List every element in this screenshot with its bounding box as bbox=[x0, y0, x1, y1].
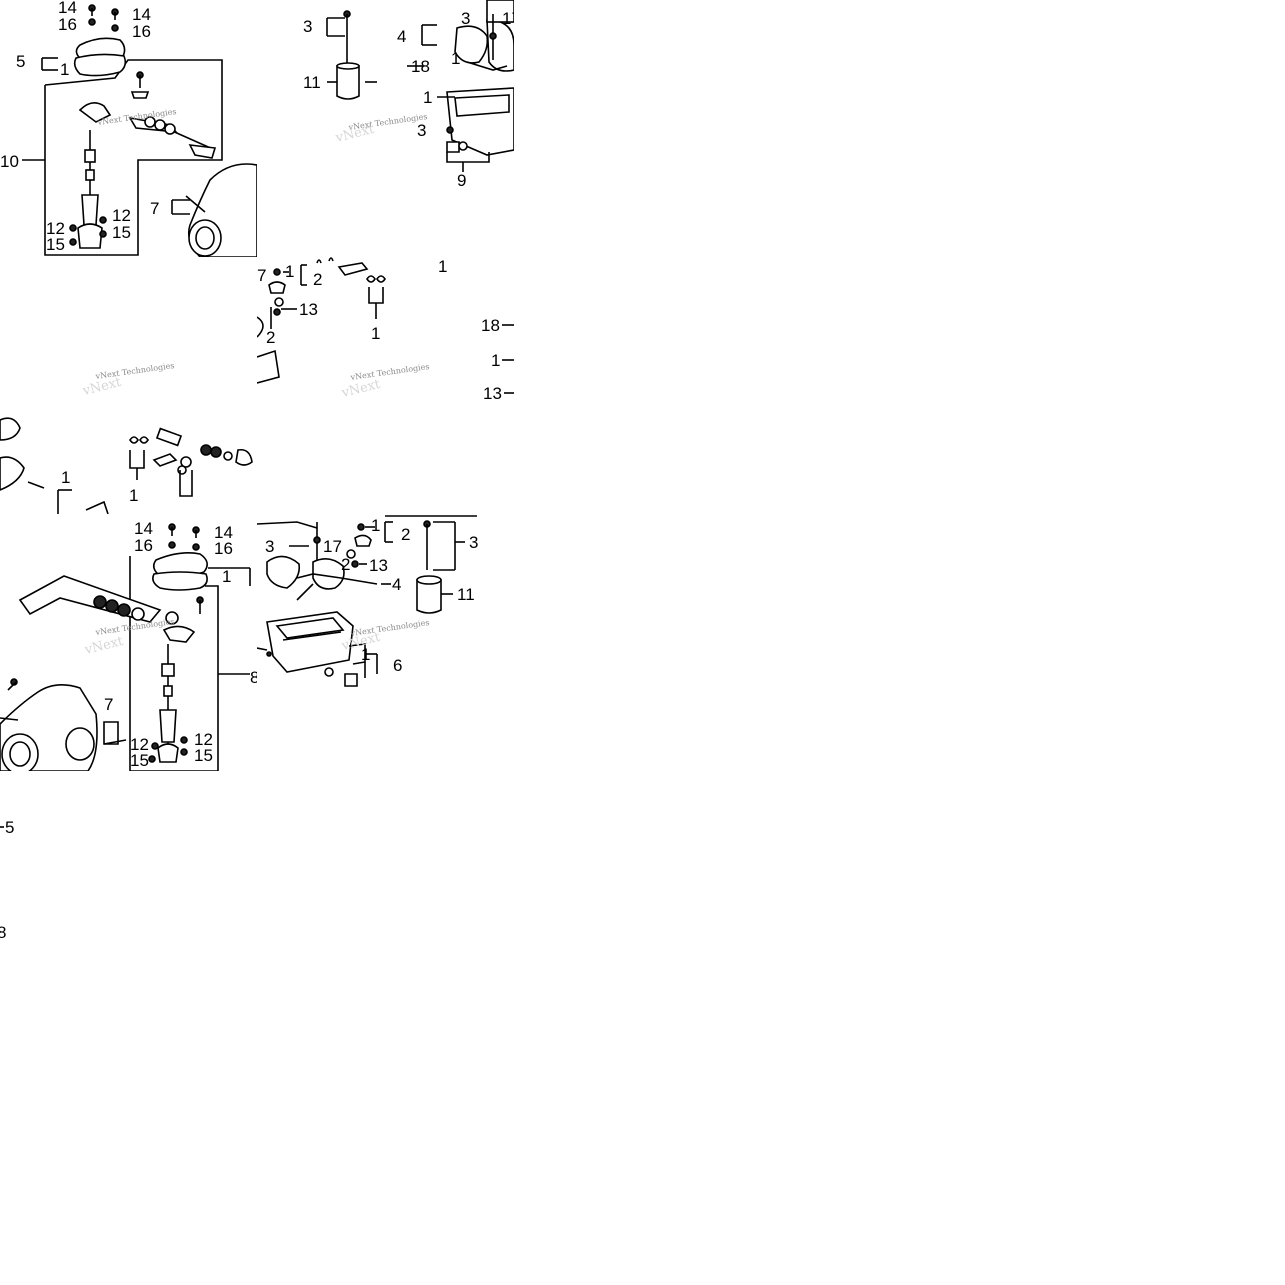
float-valve-seat bbox=[336, 65, 360, 100]
callout-label: 16 bbox=[58, 15, 77, 34]
float-bowl-drawing: 3 11 4 3 17 18 1 1 3 9 vNext Technologie… bbox=[303, 0, 514, 190]
tile-edge-labels: 18 1 13 bbox=[478, 310, 518, 405]
svg-text:vNext: vNext bbox=[82, 634, 125, 658]
callout-label: 1 bbox=[61, 468, 70, 487]
callout-label: 5 bbox=[5, 818, 14, 837]
float-bowl-2 bbox=[266, 611, 354, 673]
callout-label: 2 bbox=[313, 270, 322, 289]
callout-label: 12 bbox=[194, 730, 213, 749]
callout-label: 10 bbox=[0, 152, 19, 171]
callout-label: 8 bbox=[0, 923, 6, 942]
callout-label: 1 bbox=[438, 257, 447, 276]
throttle-link bbox=[78, 102, 112, 123]
callout-label: 5 bbox=[16, 52, 25, 71]
float bbox=[454, 25, 489, 64]
callout-label: 14 bbox=[214, 523, 233, 542]
float-valve-seat-2 bbox=[416, 579, 442, 614]
tile-carburetor-slide-assembly-top: 14 16 14 16 5 1 10 7 12 12 15 15 vNext T… bbox=[0, 0, 257, 257]
callout-label: 13 bbox=[369, 556, 388, 575]
svg-text:vNext: vNext bbox=[339, 377, 382, 401]
carburetor-slide-assembly-drawing: 14 16 14 16 5 1 10 7 12 12 15 15 vNext T… bbox=[0, 0, 257, 257]
callout-label: 7 bbox=[257, 266, 266, 285]
callout-label: 1 bbox=[222, 567, 231, 586]
callout-label: 15 bbox=[112, 223, 131, 242]
callout-label: 3 bbox=[469, 533, 478, 552]
callout-label: 3 bbox=[417, 121, 426, 140]
callout-label: 16 bbox=[134, 536, 153, 555]
callout-label: 8 bbox=[250, 668, 257, 687]
callout-label: 16 bbox=[132, 22, 151, 41]
callout-label: 3 bbox=[303, 17, 312, 36]
callout-label: 15 bbox=[194, 746, 213, 765]
watermark: vNext Technologies bbox=[94, 617, 175, 637]
callout-label: 7 bbox=[104, 695, 113, 714]
callout-label: 13 bbox=[483, 384, 502, 403]
callout-label: 15 bbox=[46, 235, 65, 254]
callout-label: 12 bbox=[46, 219, 65, 238]
carburetor-slide-assembly-drawing-2: 14 14 16 16 1 7 12 12 15 15 8 vNext Tech… bbox=[0, 519, 257, 771]
callout-label: 11 bbox=[303, 73, 321, 92]
float-bowl-drawing-2: 1 2 3 3 17 2 13 4 11 1 6 vNext Technolog… bbox=[257, 515, 478, 687]
callout-label: 3 bbox=[461, 9, 470, 28]
callout-label: 9 bbox=[457, 171, 466, 190]
top-cover-seal bbox=[73, 53, 127, 77]
callout-label: 15 bbox=[130, 751, 149, 770]
callout-label: 1 bbox=[451, 49, 460, 68]
callout-label: 2 bbox=[266, 328, 275, 347]
callout-label: 1 bbox=[60, 60, 69, 79]
watermark: vNext Technologies bbox=[349, 362, 430, 382]
piston-valve bbox=[81, 194, 99, 226]
callout-label: 12 bbox=[130, 735, 149, 754]
callout-label: 17 bbox=[502, 9, 514, 28]
callout-label: 14 bbox=[134, 519, 153, 538]
piston-valve-2 bbox=[159, 709, 177, 743]
float-2 bbox=[266, 555, 301, 589]
callout-label: 1 bbox=[129, 486, 138, 505]
callout-label: 18 bbox=[481, 316, 500, 335]
callout-label: 2 bbox=[341, 555, 350, 574]
callout-label: 7 bbox=[150, 199, 159, 218]
callout-label: 1 bbox=[423, 88, 432, 107]
callout-label: 14 bbox=[132, 5, 151, 24]
callout-label: 1 bbox=[491, 351, 500, 370]
svg-text:vNext: vNext bbox=[333, 122, 376, 146]
callout-label: 11 bbox=[457, 585, 475, 604]
callout-label: 13 bbox=[299, 300, 318, 319]
callout-label: 1 bbox=[285, 262, 294, 281]
callout-label: 4 bbox=[392, 575, 401, 594]
callout-label: 14 bbox=[58, 0, 77, 17]
jet-holder bbox=[337, 262, 369, 276]
callout-label: 3 bbox=[265, 537, 274, 556]
tile-edge-labels-left: 5 8 bbox=[0, 808, 40, 948]
callout-label: 2 bbox=[401, 525, 410, 544]
callout-label: 6 bbox=[393, 656, 402, 675]
callout-label: 1 bbox=[361, 645, 370, 664]
callout-label: 16 bbox=[214, 539, 233, 558]
callout-label: 18 bbox=[411, 57, 430, 76]
callout-label: 4 bbox=[397, 27, 406, 46]
callout-label: 12 bbox=[112, 206, 131, 225]
tile-linkage-strip: 1 1 bbox=[0, 410, 257, 514]
tile-carburetor-float-bowl-top: 3 11 4 3 17 18 1 1 3 9 vNext Technologie… bbox=[257, 0, 514, 257]
tile-carburetor-slide-assembly-bottom: 14 14 16 16 1 7 12 12 15 15 8 vNext Tech… bbox=[0, 514, 257, 771]
callout-label: 1 bbox=[371, 324, 380, 343]
svg-text:vNext: vNext bbox=[80, 375, 123, 399]
top-cover-gasket bbox=[152, 552, 208, 579]
callout-label: 17 bbox=[323, 537, 342, 556]
callout-label: 1 bbox=[371, 516, 380, 535]
tile-float-bowl-bottom: 1 2 3 3 17 2 13 4 11 1 6 vNext Technolog… bbox=[257, 514, 514, 699]
tile-jet-parts: 7 1 2 2 13 1 1 vNext Technologies vNext bbox=[257, 257, 514, 514]
jet-parts-drawing: 7 1 2 2 13 1 1 vNext Technologies vNext bbox=[257, 257, 447, 401]
